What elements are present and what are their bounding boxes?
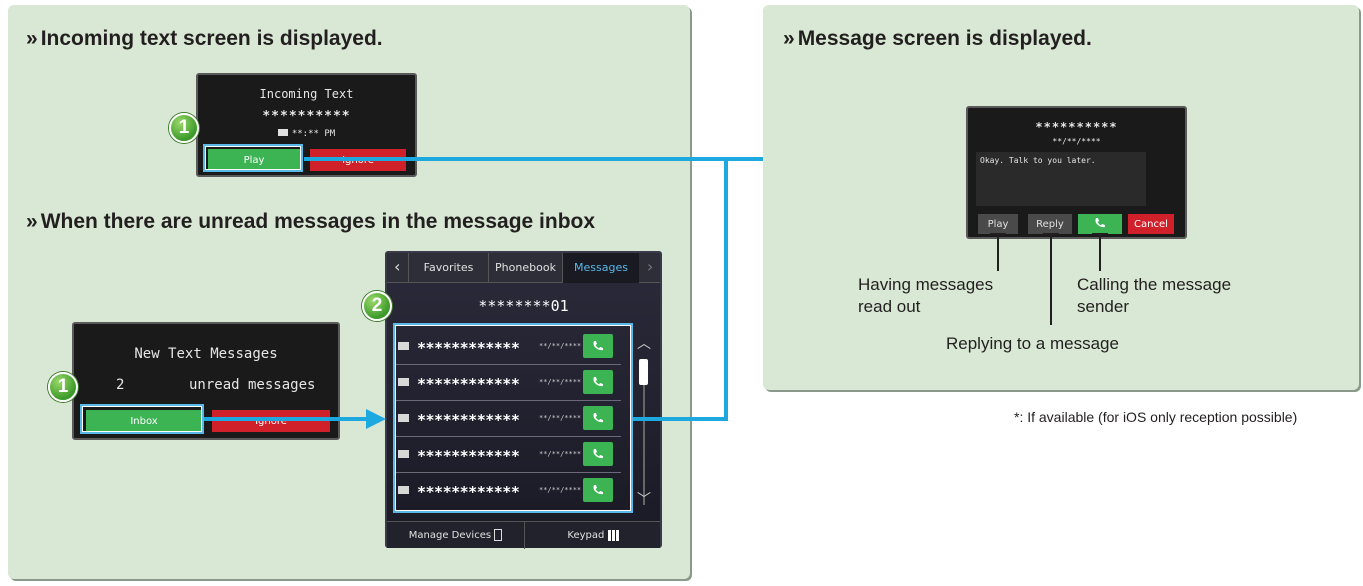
incoming-time: **:** PM bbox=[291, 129, 336, 139]
message-screen: ********** **/**/**** Okay. Talk to you … bbox=[966, 106, 1187, 239]
arrow-line-inbox bbox=[204, 417, 370, 421]
message-reply-button[interactable]: Reply bbox=[1028, 214, 1072, 234]
tab-messages[interactable]: Messages bbox=[563, 253, 639, 283]
chevron-left-icon[interactable]: ‹ bbox=[387, 253, 409, 283]
message-row[interactable]: ************ **/**/**** bbox=[395, 329, 621, 365]
chevron-up-icon[interactable]: ︿ bbox=[637, 336, 651, 352]
callout-cap-play bbox=[990, 233, 1006, 235]
tab-phonebook[interactable]: Phonebook bbox=[489, 253, 563, 283]
account-name: ********01 bbox=[478, 297, 569, 315]
arrow-head-right-icon bbox=[366, 409, 386, 429]
chevron-down-icon[interactable]: ﹀ bbox=[637, 492, 651, 508]
message-row[interactable]: ************ **/**/**** bbox=[395, 437, 621, 473]
step-badge-1b: 1 bbox=[48, 372, 78, 402]
step-badge-1: 1 bbox=[169, 113, 199, 143]
chevron-right-icon[interactable]: › bbox=[645, 257, 655, 276]
message-body: Okay. Talk to you later. bbox=[976, 152, 1146, 206]
chevron-right-icon: » bbox=[783, 27, 795, 50]
new-messages-title: New Text Messages bbox=[134, 346, 278, 362]
chevron-right-icon: » bbox=[26, 210, 38, 233]
phone-icon[interactable] bbox=[583, 478, 613, 502]
scroll-thumb[interactable] bbox=[639, 359, 648, 385]
tab-favorites[interactable]: Favorites bbox=[409, 253, 489, 283]
message-play-button[interactable]: Play bbox=[978, 214, 1018, 234]
envelope-icon bbox=[398, 342, 409, 350]
chevron-right-icon: » bbox=[26, 27, 38, 50]
heading-message-screen: »Message screen is displayed. bbox=[783, 27, 1092, 50]
phone-icon[interactable] bbox=[583, 370, 613, 394]
play-button[interactable]: Play bbox=[208, 149, 300, 171]
envelope-open-icon bbox=[398, 414, 409, 422]
callout-line-call bbox=[1099, 233, 1101, 271]
keypad-button[interactable]: Keypad bbox=[525, 522, 662, 549]
play-highlight bbox=[203, 144, 303, 172]
envelope-open-icon bbox=[398, 486, 409, 494]
callout-line-play bbox=[997, 233, 999, 271]
message-sender: ********** bbox=[1035, 120, 1118, 134]
call-sender-button[interactable] bbox=[1078, 214, 1122, 234]
arrow-line-play bbox=[304, 157, 944, 161]
unread-label: unread messages bbox=[189, 377, 316, 393]
callout-cap-reply bbox=[1043, 233, 1059, 235]
heading-unread: »When there are unread messages in the m… bbox=[26, 210, 596, 233]
unread-count: 2 bbox=[116, 377, 125, 393]
tab-bar: ‹ Favorites Phonebook Messages › bbox=[387, 253, 660, 283]
phone-icon bbox=[1094, 217, 1106, 232]
messages-list-screen: ‹ Favorites Phonebook Messages › *******… bbox=[385, 251, 662, 549]
phone-icon[interactable] bbox=[583, 334, 613, 358]
footnote: *: If available (for iOS only reception … bbox=[1014, 409, 1298, 425]
step-badge-2: 2 bbox=[362, 291, 392, 321]
scroll-track[interactable] bbox=[643, 359, 645, 505]
incoming-time-row: **:** PM bbox=[198, 129, 415, 139]
callout-line-reply bbox=[1050, 233, 1052, 325]
phone-icon[interactable] bbox=[583, 406, 613, 430]
inbox-highlight bbox=[80, 404, 204, 434]
keypad-icon bbox=[607, 529, 620, 541]
ignore-button-2[interactable]: Ignore bbox=[212, 410, 330, 432]
message-cancel-button[interactable]: Cancel bbox=[1128, 214, 1174, 234]
callout-cap-call bbox=[1092, 233, 1108, 235]
inbox-button[interactable]: Inbox bbox=[86, 410, 202, 432]
phone-icon[interactable] bbox=[583, 442, 613, 466]
incoming-title: Incoming Text bbox=[259, 87, 354, 101]
message-row[interactable]: ************ **/**/**** bbox=[395, 401, 621, 437]
label-calling: Calling the message sender bbox=[1077, 275, 1232, 316]
envelope-open-icon bbox=[398, 378, 409, 386]
manage-devices-icon bbox=[494, 529, 503, 541]
message-icon bbox=[277, 129, 288, 136]
label-replying: Replying to a message bbox=[946, 334, 1119, 353]
label-read-out: Having messages read out bbox=[858, 275, 994, 316]
heading-incoming: »Incoming text screen is displayed. bbox=[26, 27, 383, 50]
incoming-sender: ********** bbox=[262, 109, 351, 124]
messages-list-highlight bbox=[393, 323, 633, 513]
message-row[interactable]: ************ **/**/**** bbox=[395, 365, 621, 401]
arrow-line-list bbox=[633, 417, 728, 421]
message-date: **/**/**** bbox=[1052, 137, 1101, 146]
envelope-open-icon bbox=[398, 450, 409, 458]
message-row[interactable]: ************ **/**/**** bbox=[395, 473, 621, 509]
manage-devices-button[interactable]: Manage Devices bbox=[387, 522, 525, 549]
arrow-line-vertical bbox=[724, 157, 728, 421]
bottom-bar: Manage Devices Keypad bbox=[387, 521, 662, 549]
